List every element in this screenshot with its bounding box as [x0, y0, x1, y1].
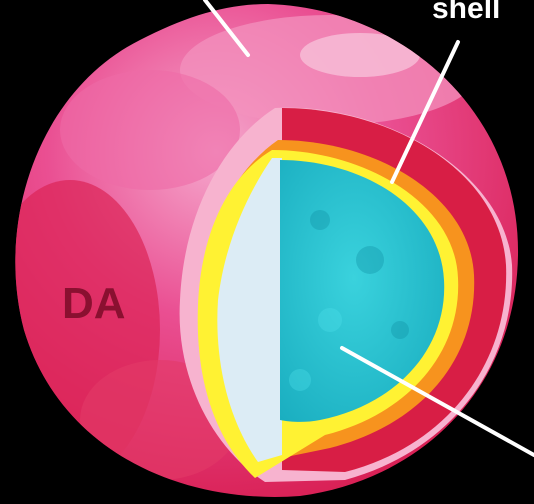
label-shell: shell	[432, 0, 500, 25]
label-region: DA	[62, 279, 126, 328]
